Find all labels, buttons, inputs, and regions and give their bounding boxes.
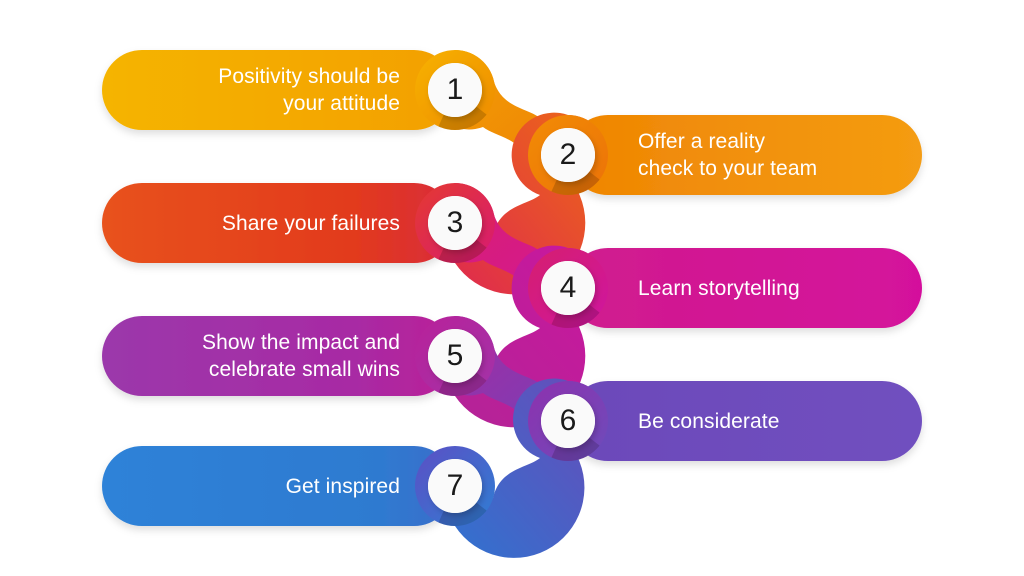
step-circle-6[interactable]	[528, 381, 613, 476]
step-bar-6[interactable]	[568, 381, 922, 461]
step-circle-2[interactable]	[528, 115, 613, 210]
step-bar-3[interactable]	[102, 183, 454, 263]
step-circle-5[interactable]	[415, 316, 500, 411]
step-bar-7[interactable]	[102, 446, 454, 526]
step-circles	[415, 50, 613, 541]
step-circle-4[interactable]	[528, 248, 613, 343]
step-circle-1[interactable]	[415, 50, 500, 145]
step-circle-3[interactable]	[415, 183, 500, 278]
step-bar-2[interactable]	[568, 115, 922, 195]
step-bar-4[interactable]	[568, 248, 922, 328]
step-circle-7[interactable]	[415, 446, 500, 541]
step-bars	[102, 50, 922, 526]
step-bar-5[interactable]	[102, 316, 454, 396]
step-bar-1[interactable]	[102, 50, 454, 130]
